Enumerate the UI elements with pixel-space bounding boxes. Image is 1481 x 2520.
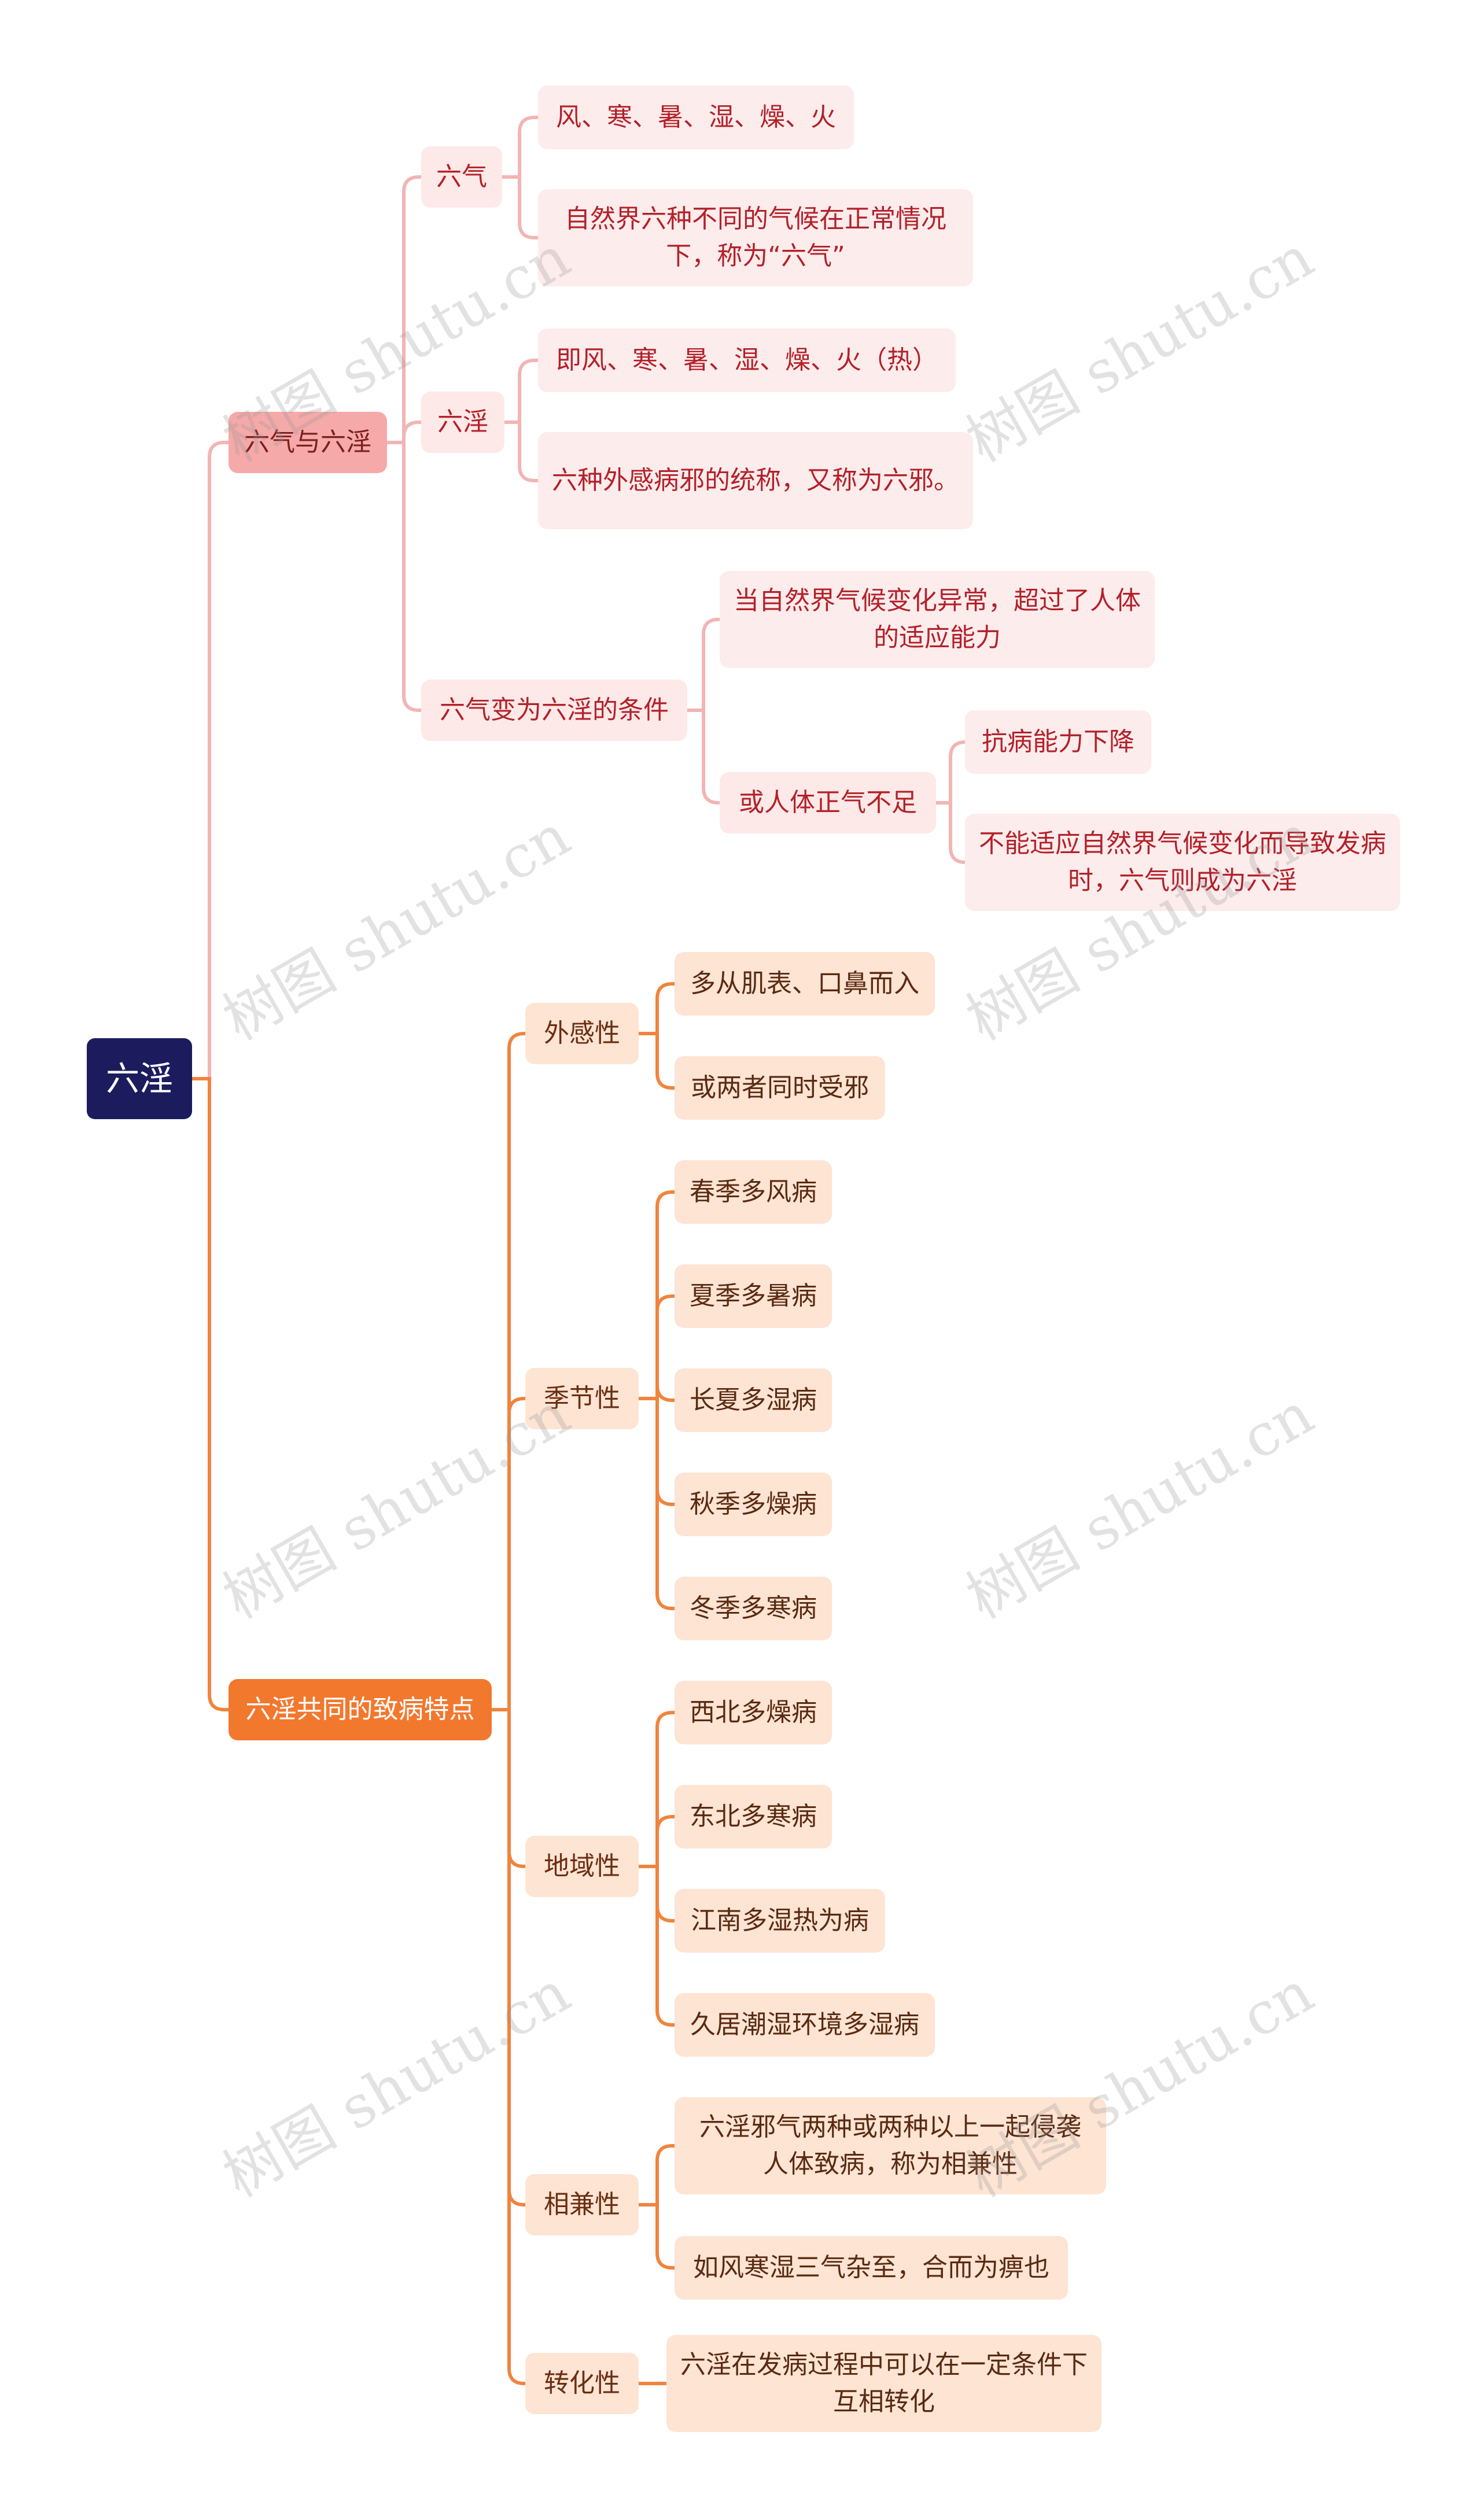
leaf-label: 长夏多湿病: [690, 1385, 817, 1415]
leaf-waigan-0[interactable]: 多从肌表、口鼻而入: [675, 952, 935, 1016]
connector: [637, 1815, 676, 1868]
connector-root-branch1: [190, 441, 230, 1080]
leaf-label: 即风、寒、暑、湿、燥、火（热）: [556, 345, 938, 375]
connector: [503, 420, 540, 482]
connector: [686, 618, 721, 712]
branch-gongtong-tedian[interactable]: 六淫共同的致病特点: [229, 1679, 492, 1740]
node-diyu[interactable]: 地域性: [525, 1836, 639, 1897]
node-label: 六淫: [437, 407, 488, 437]
connector: [637, 1294, 676, 1400]
leaf-label: 六淫邪气两种或两种以上一起侵袭人体致病，称为相兼性: [699, 2112, 1081, 2179]
leaf-kangbing-xiajiang[interactable]: 抗病能力下降: [965, 710, 1151, 774]
connector-root-branch2: [190, 1077, 230, 1711]
node-label: 六气: [436, 162, 487, 192]
leaf-liuyin-definition[interactable]: 六种外感病邪的统称，又称为六邪。: [538, 432, 973, 529]
leaf-label: 或两者同时受邪: [691, 1073, 869, 1103]
leaf-condition-climate[interactable]: 当自然界气候变化异常，超过了人体的适应能力: [720, 571, 1155, 668]
connector: [500, 116, 540, 179]
leaf-label: 江南多湿热为病: [691, 1906, 869, 1936]
leaf-jijie-3[interactable]: 秋季多燥病: [675, 1473, 832, 1536]
connector: [385, 175, 423, 444]
branch-label: 六淫共同的致病特点: [245, 1695, 475, 1725]
leaf-liuyin-list[interactable]: 即风、寒、暑、湿、燥、火（热）: [538, 329, 956, 392]
leaf-diyu-0[interactable]: 西北多燥病: [675, 1681, 832, 1744]
branch-label: 六气与六淫: [244, 427, 371, 457]
leaf-liuqi-definition[interactable]: 自然界六种不同的气候在正常情况下，称为“六气”: [538, 189, 973, 286]
root-node[interactable]: 六淫: [87, 1038, 192, 1119]
leaf-xiangjian-0[interactable]: 六淫邪气两种或两种以上一起侵袭人体致病，称为相兼性: [675, 2097, 1106, 2194]
leaf-label: 自然界六种不同的气候在正常情况下，称为“六气”: [565, 204, 946, 271]
node-label: 外感性: [544, 1019, 620, 1049]
connector: [637, 1385, 676, 1402]
connector: [490, 1708, 527, 2385]
leaf-label: 春季多风病: [690, 1177, 817, 1207]
leaf-label: 六种外感病邪的统称，又称为六邪。: [552, 466, 959, 496]
leaf-waigan-1[interactable]: 或两者同时受邪: [675, 1056, 885, 1120]
connector: [385, 441, 423, 712]
connector: [385, 420, 423, 444]
leaf-jijie-1[interactable]: 夏季多暑病: [675, 1264, 832, 1328]
leaf-label: 当自然界气候变化异常，超过了人体的适应能力: [734, 586, 1141, 652]
connector: [934, 801, 967, 864]
connector: [490, 1397, 527, 1711]
leaf-label: 抗病能力下降: [982, 727, 1134, 757]
node-label: 或人体正气不足: [739, 788, 917, 818]
leaf-liuqi-list[interactable]: 风、寒、暑、湿、燥、火: [538, 86, 854, 149]
node-zhengqi-buzu[interactable]: 或人体正气不足: [720, 772, 936, 833]
connector: [503, 359, 540, 424]
leaf-label: 冬季多寒病: [690, 1593, 817, 1624]
leaf-jijie-2[interactable]: 长夏多湿病: [675, 1368, 832, 1432]
leaf-label: 如风寒湿三气杂至，合而为痹也: [693, 2253, 1049, 2283]
leaf-jijie-0[interactable]: 春季多风病: [675, 1160, 832, 1224]
connector: [637, 982, 676, 1035]
node-xiangjian[interactable]: 相兼性: [525, 2174, 639, 2235]
connector: [637, 1032, 676, 1090]
node-jijie[interactable]: 季节性: [525, 1368, 639, 1429]
leaf-label: 不能适应自然界气候变化而导致发病时，六气则成为六淫: [979, 829, 1386, 895]
leaf-diyu-3[interactable]: 久居潮湿环境多湿病: [675, 1993, 935, 2057]
node-liuqi[interactable]: 六气: [421, 146, 502, 208]
node-label: 转化性: [544, 2368, 620, 2399]
connector: [637, 2144, 676, 2207]
connector: [637, 1190, 676, 1400]
leaf-xiangjian-1[interactable]: 如风寒湿三气杂至，合而为痹也: [675, 2236, 1068, 2300]
leaf-buneng-shiying[interactable]: 不能适应自然界气候变化而导致发病时，六气则成为六淫: [965, 814, 1400, 911]
connector: [637, 2203, 676, 2270]
connector: [490, 1032, 527, 1711]
leaf-label: 秋季多燥病: [690, 1489, 817, 1519]
leaf-label: 六淫在发病过程中可以在一定条件下互相转化: [680, 2350, 1088, 2416]
leaf-label: 多从肌表、口鼻而入: [690, 969, 919, 999]
node-liuyin[interactable]: 六淫: [421, 392, 504, 453]
leaf-zhuanhua-0[interactable]: 六淫在发病过程中可以在一定条件下互相转化: [666, 2335, 1101, 2432]
node-waigan[interactable]: 外感性: [525, 1003, 639, 1064]
node-condition[interactable]: 六气变为六淫的条件: [421, 680, 687, 741]
node-label: 季节性: [544, 1383, 620, 1414]
leaf-label: 久居潮湿环境多湿病: [690, 2010, 919, 2040]
leaf-label: 东北多寒病: [690, 1802, 817, 1832]
connector: [637, 1397, 676, 1610]
leaf-label: 风、寒、暑、湿、燥、火: [556, 102, 836, 132]
leaf-diyu-1[interactable]: 东北多寒病: [675, 1785, 832, 1849]
connector: [500, 175, 540, 239]
node-label: 相兼性: [544, 2190, 620, 2220]
root-label: 六淫: [105, 1058, 173, 1098]
connector: [637, 1711, 676, 1868]
node-label: 地域性: [544, 1851, 620, 1881]
node-label: 六气变为六淫的条件: [440, 695, 669, 725]
connector: [686, 709, 721, 805]
leaf-diyu-2[interactable]: 江南多湿热为病: [675, 1889, 885, 1953]
branch-liuqi-yu-liuyin[interactable]: 六气与六淫: [229, 412, 387, 473]
connector: [934, 740, 967, 805]
leaf-label: 夏季多暑病: [690, 1281, 817, 1311]
node-zhuanhua[interactable]: 转化性: [525, 2353, 639, 2414]
leaf-jijie-4[interactable]: 冬季多寒病: [675, 1577, 832, 1640]
connector: [637, 1865, 676, 2027]
leaf-label: 西北多燥病: [690, 1698, 817, 1728]
